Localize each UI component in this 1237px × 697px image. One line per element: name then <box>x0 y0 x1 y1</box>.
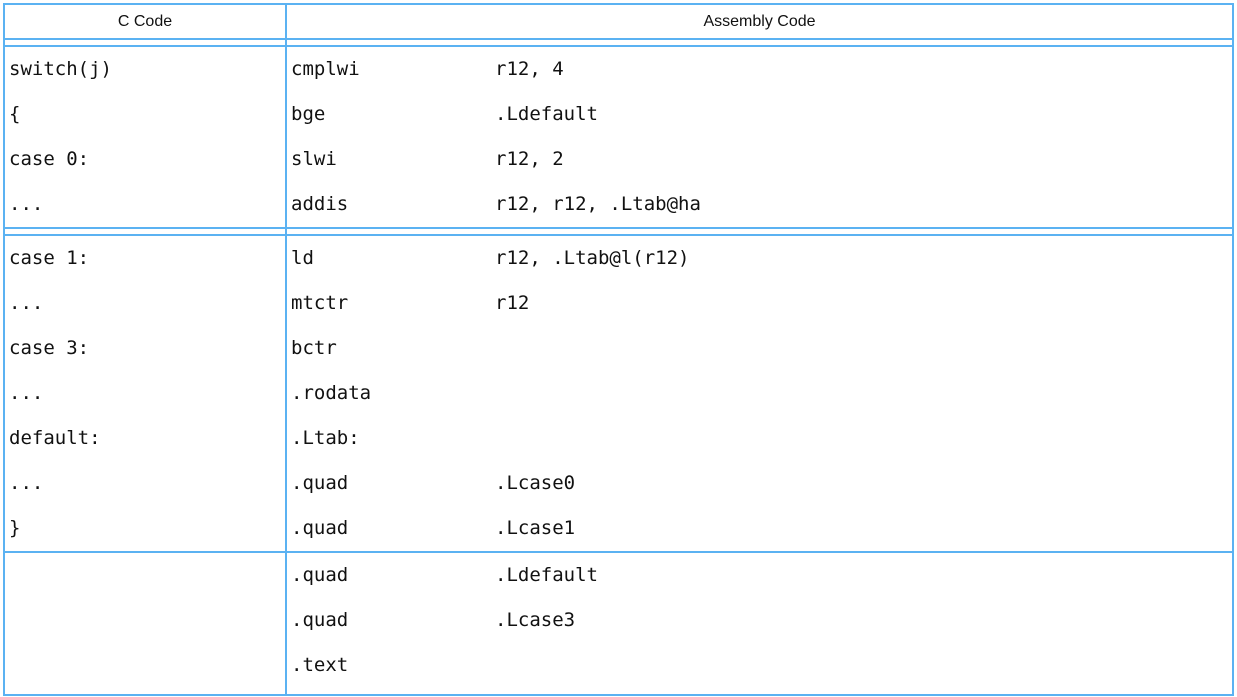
double-rule-gap-left <box>5 40 287 45</box>
assembly-code-line: .quad .Ldefault <box>287 553 1232 598</box>
assembly-code-line: .quad .Lcase0 <box>287 461 1232 506</box>
section-row: case 1:... case 3:... default:...} ld r12, .… <box>5 236 1232 553</box>
operands: .Ldefault <box>495 564 598 586</box>
c-code-line: case 0: <box>9 148 90 170</box>
double-rule-gap <box>5 40 1232 47</box>
c-code-line: ... <box>9 472 44 494</box>
operands: .Lcase3 <box>495 609 576 631</box>
operands: r12, 2 <box>495 148 564 170</box>
double-rule-gap-right <box>287 40 1232 45</box>
c-code-line: ... <box>9 292 44 314</box>
c-code-cell: switch(j) { case 0:... <box>5 47 287 227</box>
mnemonic: mtctr <box>291 292 349 314</box>
assembly-code-line: slwi r12, 2 <box>287 137 1232 182</box>
mnemonic: .Ltab: <box>291 427 360 449</box>
c-code-line: case 3: <box>9 337 90 359</box>
mnemonic: .text <box>291 654 349 676</box>
c-code-line: } <box>9 517 21 539</box>
operands: r12 <box>495 292 530 314</box>
operands <box>495 643 1232 688</box>
c-code-line: ... <box>9 193 44 215</box>
operands: r12, .Ltab@l(r12) <box>495 247 690 269</box>
c-code-cell: case 1:... case 3:... default:...} <box>5 236 287 551</box>
mnemonic: bctr <box>291 337 337 359</box>
mnemonic: ld <box>291 247 314 269</box>
c-code-line: ... <box>9 382 44 404</box>
assembly-code-line: addis r12, r12, .Ltab@ha <box>287 182 1232 227</box>
double-rule-gap <box>5 229 1232 236</box>
assembly-code-line: .rodata <box>287 371 1232 416</box>
section-row: .quad .Ldefault .quad .Lcase3 .text <box>5 553 1232 694</box>
operands: r12, 4 <box>495 58 564 80</box>
double-rule-gap-right <box>287 229 1232 234</box>
column-header-c-code: C Code <box>5 5 287 38</box>
mnemonic: .rodata <box>291 382 372 404</box>
c-code-line: switch(j) <box>9 58 112 80</box>
assembly-code-cell: cmplwi r12, 4 bge .Ldefault slwi r12, 2 addis r… <box>287 47 1232 227</box>
operands <box>495 371 1232 416</box>
assembly-code-line: .text <box>287 643 1232 688</box>
column-header-assembly-code: Assembly Code <box>703 12 816 30</box>
c-code-line: { <box>9 103 21 125</box>
mnemonic: .quad <box>291 609 349 631</box>
assembly-code-line: bctr <box>287 326 1232 371</box>
table-header-row: C Code Assembly Code <box>5 5 1232 40</box>
c-vs-assembly-table: C Code Assembly Code switch(j) { case 0:..… <box>3 3 1234 696</box>
assembly-code-line: .Ltab: <box>287 416 1232 461</box>
mnemonic: .quad <box>291 472 349 494</box>
operands <box>495 416 1232 461</box>
assembly-code-cell: .quad .Ldefault .quad .Lcase3 .text <box>287 553 1232 694</box>
mnemonic: bge <box>291 103 326 125</box>
double-rule-gap-left <box>5 229 287 234</box>
table-body: switch(j) { case 0:... cmplwi r12, 4 bge .Ldef… <box>5 47 1232 694</box>
section-row: switch(j) { case 0:... cmplwi r12, 4 bge .Ldef… <box>5 47 1232 229</box>
mnemonic: .quad <box>291 517 349 539</box>
mnemonic: cmplwi <box>291 58 360 80</box>
assembly-code-cell: ld r12, .Ltab@l(r12) mtctr r12 bctr .rodata .L… <box>287 236 1232 551</box>
operands <box>495 326 1232 371</box>
mnemonic: slwi <box>291 148 337 170</box>
operands: .Lcase1 <box>495 517 576 539</box>
assembly-code-line: ld r12, .Ltab@l(r12) <box>287 236 1232 281</box>
assembly-code-line: mtctr r12 <box>287 281 1232 326</box>
assembly-code-line: cmplwi r12, 4 <box>287 47 1232 92</box>
mnemonic: addis <box>291 193 349 215</box>
operands: .Ldefault <box>495 103 598 125</box>
assembly-code-line: bge .Ldefault <box>287 92 1232 137</box>
assembly-code-line: .quad .Lcase3 <box>287 598 1232 643</box>
operands: .Lcase0 <box>495 472 576 494</box>
c-code-cell <box>5 553 287 694</box>
assembly-code-line: .quad .Lcase1 <box>287 506 1232 551</box>
c-code-line: case 1: <box>9 247 90 269</box>
c-code-line: default: <box>9 427 101 449</box>
mnemonic: .quad <box>291 564 349 586</box>
operands: r12, r12, .Ltab@ha <box>495 193 701 215</box>
